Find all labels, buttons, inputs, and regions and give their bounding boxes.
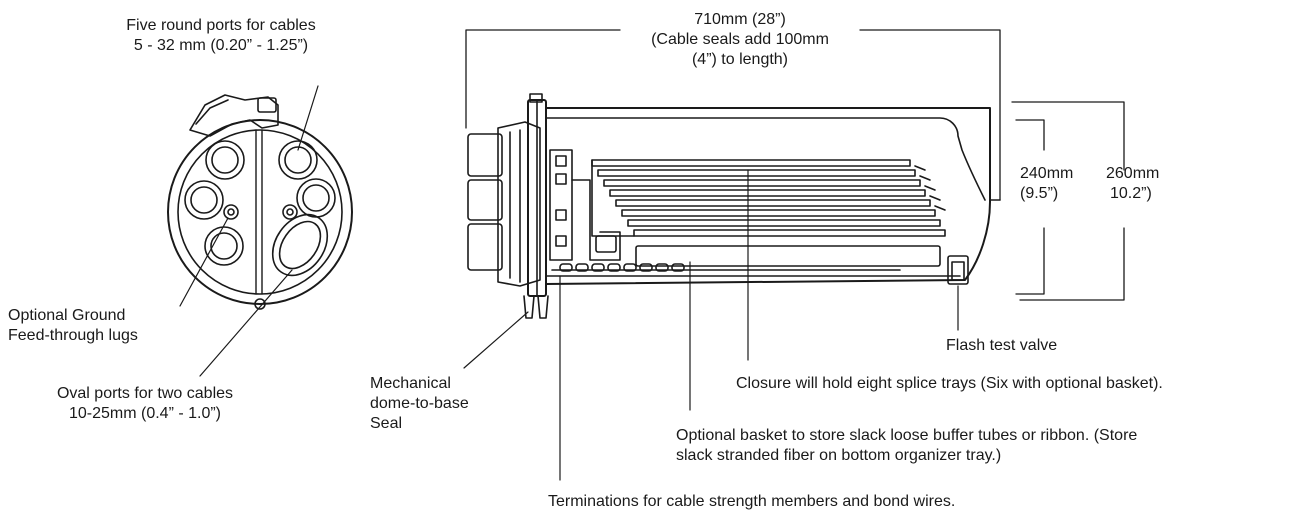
height-260-dimension [1011, 101, 1125, 301]
height-240-mm: 240mm [1020, 165, 1074, 182]
round-port [204, 226, 244, 266]
flash-test-valve [947, 255, 969, 285]
round-port [184, 180, 224, 220]
bottom-organizer [551, 263, 901, 272]
oval-port-line-2: 10-25mm (0.4” - 1.0”) [68, 405, 222, 422]
splice-trays-label: Closure will hold eight splice trays (Si… [736, 375, 1163, 392]
seal-label: Mechanical dome-to-base Seal [370, 374, 469, 434]
oval-port-label: Oval ports for two cables 10-25mm (0.4” … [40, 384, 250, 424]
height-260-mm: 260mm [1106, 165, 1160, 182]
height-260-in: 10.2”) [1110, 185, 1152, 202]
length-note-1: (Cable seals add 100mm [651, 31, 829, 48]
base-inner-rim [177, 129, 343, 295]
leader-ground [179, 217, 229, 307]
storage-basket [635, 245, 941, 267]
basket-line-2: slack stranded fiber on bottom organizer… [676, 447, 1002, 464]
seal-line-1: Mechanical [370, 375, 451, 392]
basket-line-1: Optional basket to store slack loose buf… [676, 427, 1138, 444]
round-ports-size: 5 - 32 mm (0.20” - 1.25”) [133, 37, 309, 54]
length-note-2: (4”) to length) [691, 51, 789, 68]
leader-oval [199, 269, 293, 377]
closure-side-view [467, 93, 1001, 319]
length-dimension-label: 710mm (28”) (Cable seals add 100mm (4”) … [620, 10, 860, 70]
cable-seal [467, 133, 503, 177]
round-ports-label: Five round ports for cables 5 - 32 mm (0… [116, 16, 326, 56]
oval-port-line-1: Oval ports for two cables [56, 385, 234, 402]
length-value: 710mm (28”) [694, 11, 786, 28]
cable-seal [467, 223, 503, 271]
base-outer-rim [167, 119, 353, 305]
leader-seal [463, 311, 529, 369]
splice-trays [591, 159, 946, 237]
base-end-view [167, 94, 353, 310]
ground-lug-line-1: Optional Ground [8, 307, 126, 324]
terminations-label: Terminations for cable strength members … [548, 493, 956, 510]
flash-test-label: Flash test valve [946, 337, 1058, 354]
ground-lug-line-2: Feed-through lugs [8, 327, 138, 344]
leader-lines [179, 85, 959, 481]
length-dimension [465, 29, 1001, 201]
round-port [278, 140, 318, 180]
dimension-lines [465, 29, 1125, 301]
seal-line-2: dome-to-base [370, 395, 469, 412]
height-240-label: 240mm (9.5”) [1020, 164, 1073, 204]
round-port [296, 178, 336, 218]
height-260-label: 260mm 10.2”) [1106, 164, 1159, 204]
round-port [205, 140, 245, 180]
round-ports-title: Five round ports for cables [126, 17, 316, 34]
leader-ports [297, 85, 319, 151]
ground-lug [282, 204, 298, 220]
oval-port [271, 213, 329, 277]
ground-lug [223, 204, 239, 220]
dome-body [545, 107, 991, 285]
latch-clamp [189, 94, 279, 137]
basket-label: Optional basket to store slack loose buf… [676, 426, 1137, 466]
height-240-in: (9.5”) [1020, 185, 1059, 202]
ground-lug-label: Optional Ground Feed-through lugs [8, 306, 138, 346]
seal-line-3: Seal [370, 415, 403, 432]
height-240-dimension [1015, 119, 1045, 295]
cable-seal [467, 179, 503, 221]
